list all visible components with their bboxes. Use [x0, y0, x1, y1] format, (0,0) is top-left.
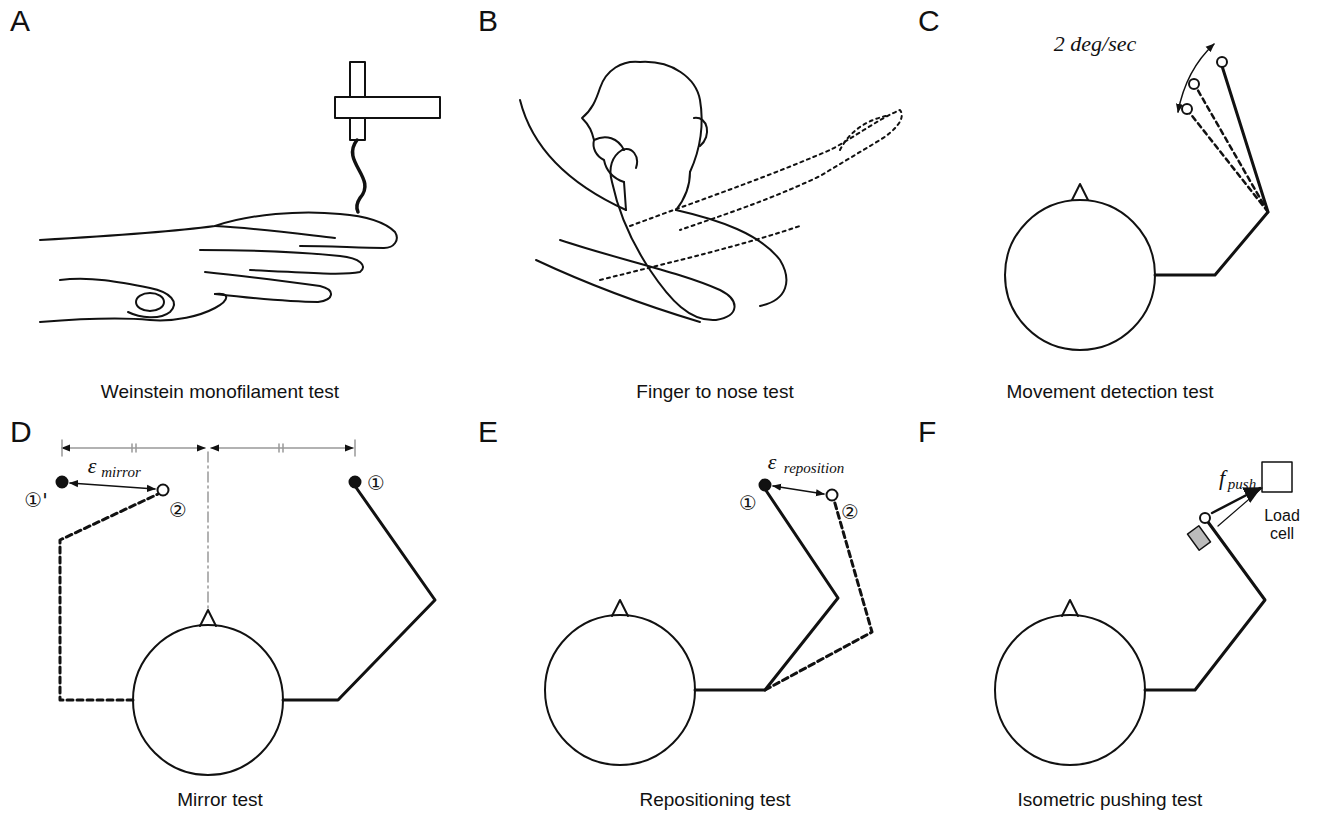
panel-letter: F: [918, 415, 936, 448]
error-symbol: ε: [768, 450, 777, 474]
isometric-push-figure: [995, 462, 1292, 765]
panel-caption: Repositioning test: [639, 790, 790, 811]
panel-caption: Movement detection test: [1007, 382, 1214, 403]
movement-detection-figure: [1005, 44, 1268, 350]
error-subscript: mirror: [101, 464, 140, 481]
panel-letter: B: [478, 4, 498, 37]
panel-caption: Weinstein monofilament test: [101, 382, 339, 403]
error-subscript: reposition: [784, 460, 844, 477]
panel-caption: Isometric pushing test: [1018, 790, 1203, 811]
panel-caption: Mirror test: [177, 790, 263, 811]
panel-caption: Finger to nose test: [636, 382, 793, 403]
monofilament-device: [335, 62, 440, 212]
callout-number: ②: [841, 501, 859, 523]
force-symbol: f: [1219, 466, 1225, 490]
panel-letter: C: [918, 4, 940, 37]
person-illustration: [520, 62, 902, 322]
callout-number: ①': [24, 489, 47, 511]
mirror-figure: [57, 440, 436, 775]
callout-number: ①: [367, 472, 385, 494]
error-symbol: ε: [88, 454, 97, 478]
callout-number: ①: [739, 492, 757, 514]
load-cell-label: Load cell: [1259, 507, 1305, 542]
callout-number: ②: [169, 499, 187, 521]
force-subscript: push: [1228, 476, 1256, 493]
panel-letter: E: [478, 415, 498, 448]
panel-letter: D: [10, 415, 32, 448]
panel-letter: A: [10, 4, 30, 37]
rate-label: 2 deg/sec: [1054, 32, 1136, 56]
hand-illustration: [40, 213, 397, 323]
repositioning-figure: [545, 480, 872, 766]
